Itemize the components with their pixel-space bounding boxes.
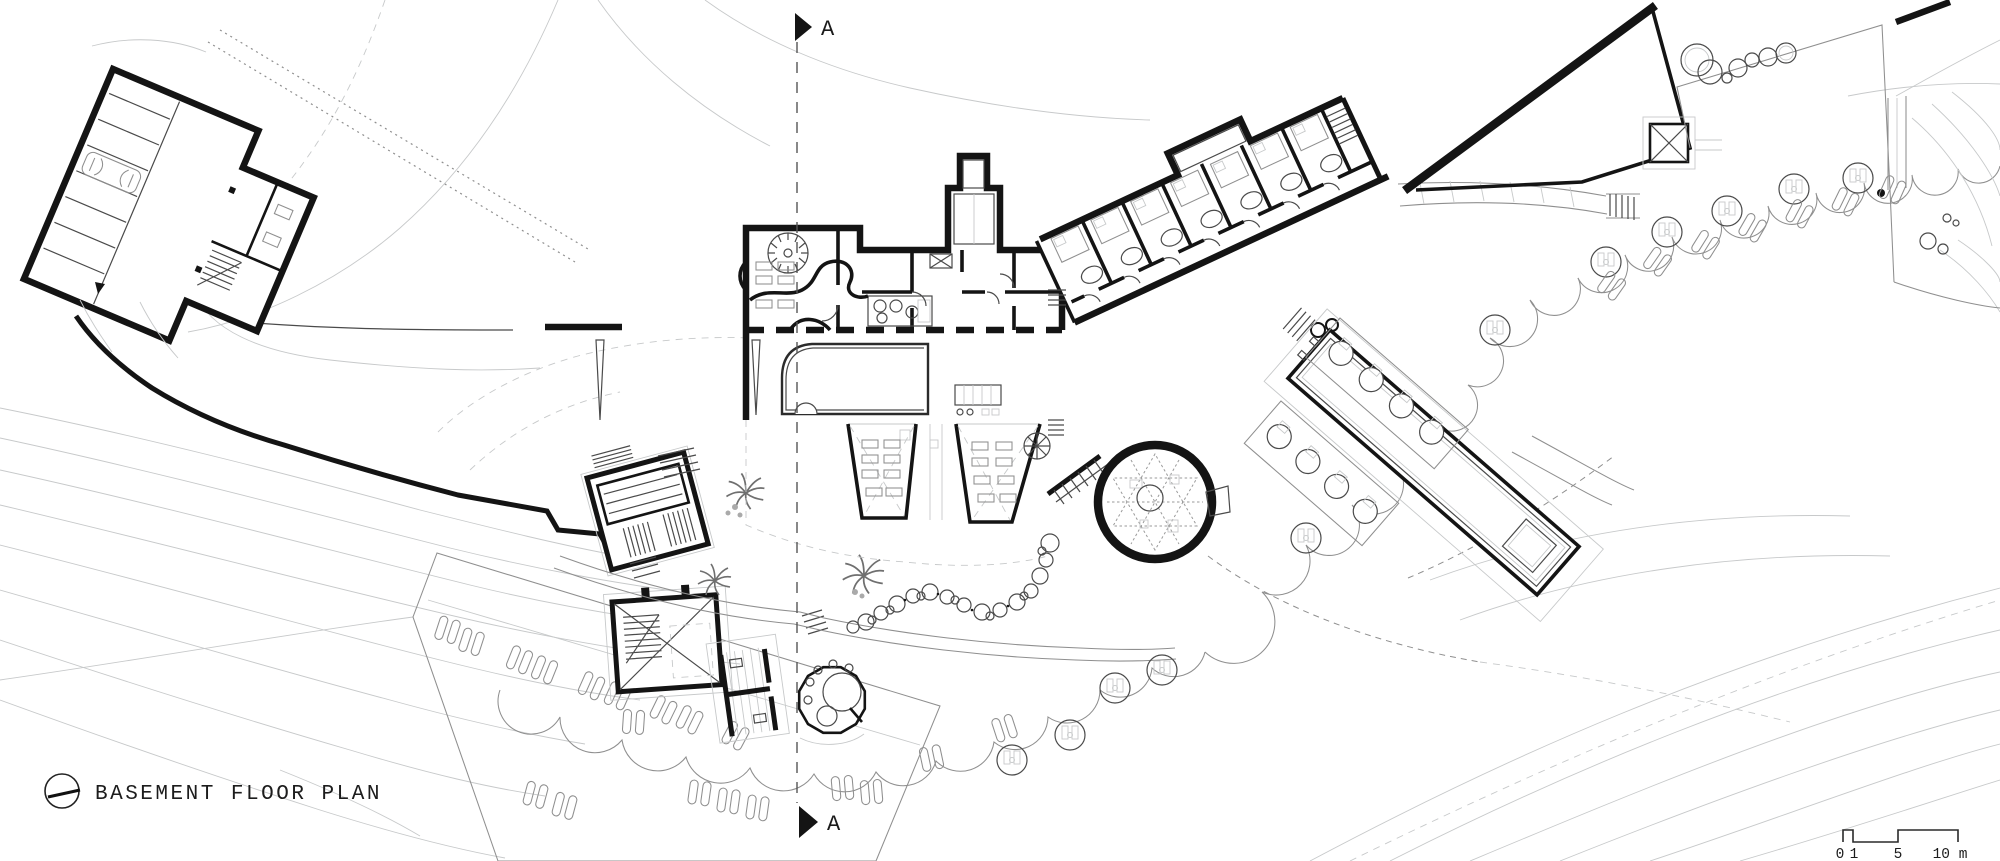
dome-stair: [1046, 453, 1109, 505]
room-partitions: [1070, 107, 1374, 304]
section-marker-top: A: [795, 13, 835, 42]
pool-deck: [1243, 400, 1400, 547]
plan-title: BASEMENT FLOOR PLAN: [95, 783, 382, 806]
garden-steps: [629, 447, 829, 635]
garage-entry: [79, 282, 179, 359]
courtyard-terrace: [745, 339, 1109, 566]
hotel-wing: [1034, 88, 1397, 328]
h-pavilion: [705, 633, 790, 744]
scalloped-edge: [497, 165, 2000, 793]
guest-room-furniture: [1050, 113, 1343, 303]
spiral-stair-icon: [1023, 432, 1051, 460]
palm-trees: [697, 472, 885, 599]
scale-bar: 0 1 5 10 m: [1836, 829, 1968, 861]
geodesic-dome: [1093, 440, 1791, 723]
parking-garage: [19, 64, 318, 345]
scale-tick-1: 1: [1850, 847, 1859, 861]
service-building: [580, 445, 715, 577]
section-marker-bottom: A: [799, 806, 841, 838]
tower: [953, 159, 995, 245]
fixtures: [821, 253, 1015, 322]
kitchen: [867, 295, 933, 327]
pool-deck: [1305, 317, 1470, 470]
scale-tick-5: 5: [1894, 847, 1903, 861]
pool: [1263, 307, 1604, 623]
scale-tick-0: 0: [1836, 847, 1845, 861]
cave-walls: [738, 259, 869, 332]
interior-walls: [836, 228, 1062, 330]
sunken-courtyard: [954, 423, 1042, 524]
trees: [1680, 42, 1960, 255]
garage-rooms: [194, 181, 294, 291]
sunken-courtyard: [846, 423, 918, 520]
retaining-wall: [73, 314, 622, 558]
main-building: [738, 152, 1066, 420]
skylight-pavilion: [1642, 116, 1722, 170]
section-label-bottom: A: [827, 812, 841, 837]
benches: [755, 261, 795, 309]
promenade-path: [553, 555, 1177, 662]
north-indicator-icon: [44, 773, 81, 809]
scale-tick-10: 10 m: [1933, 847, 1968, 861]
round-pavilion: [797, 659, 867, 745]
title-block: BASEMENT FLOOR PLAN: [44, 773, 382, 809]
boulder-stream: [846, 533, 1060, 634]
footbridge: [1397, 180, 1640, 220]
courtyard-pool: [780, 342, 930, 416]
stair-pavilion: [602, 584, 734, 701]
car-icon: [81, 151, 142, 194]
upper-terrace: [1402, 0, 2000, 309]
section-line: A A: [795, 13, 841, 838]
section-label-top: A: [821, 17, 835, 42]
